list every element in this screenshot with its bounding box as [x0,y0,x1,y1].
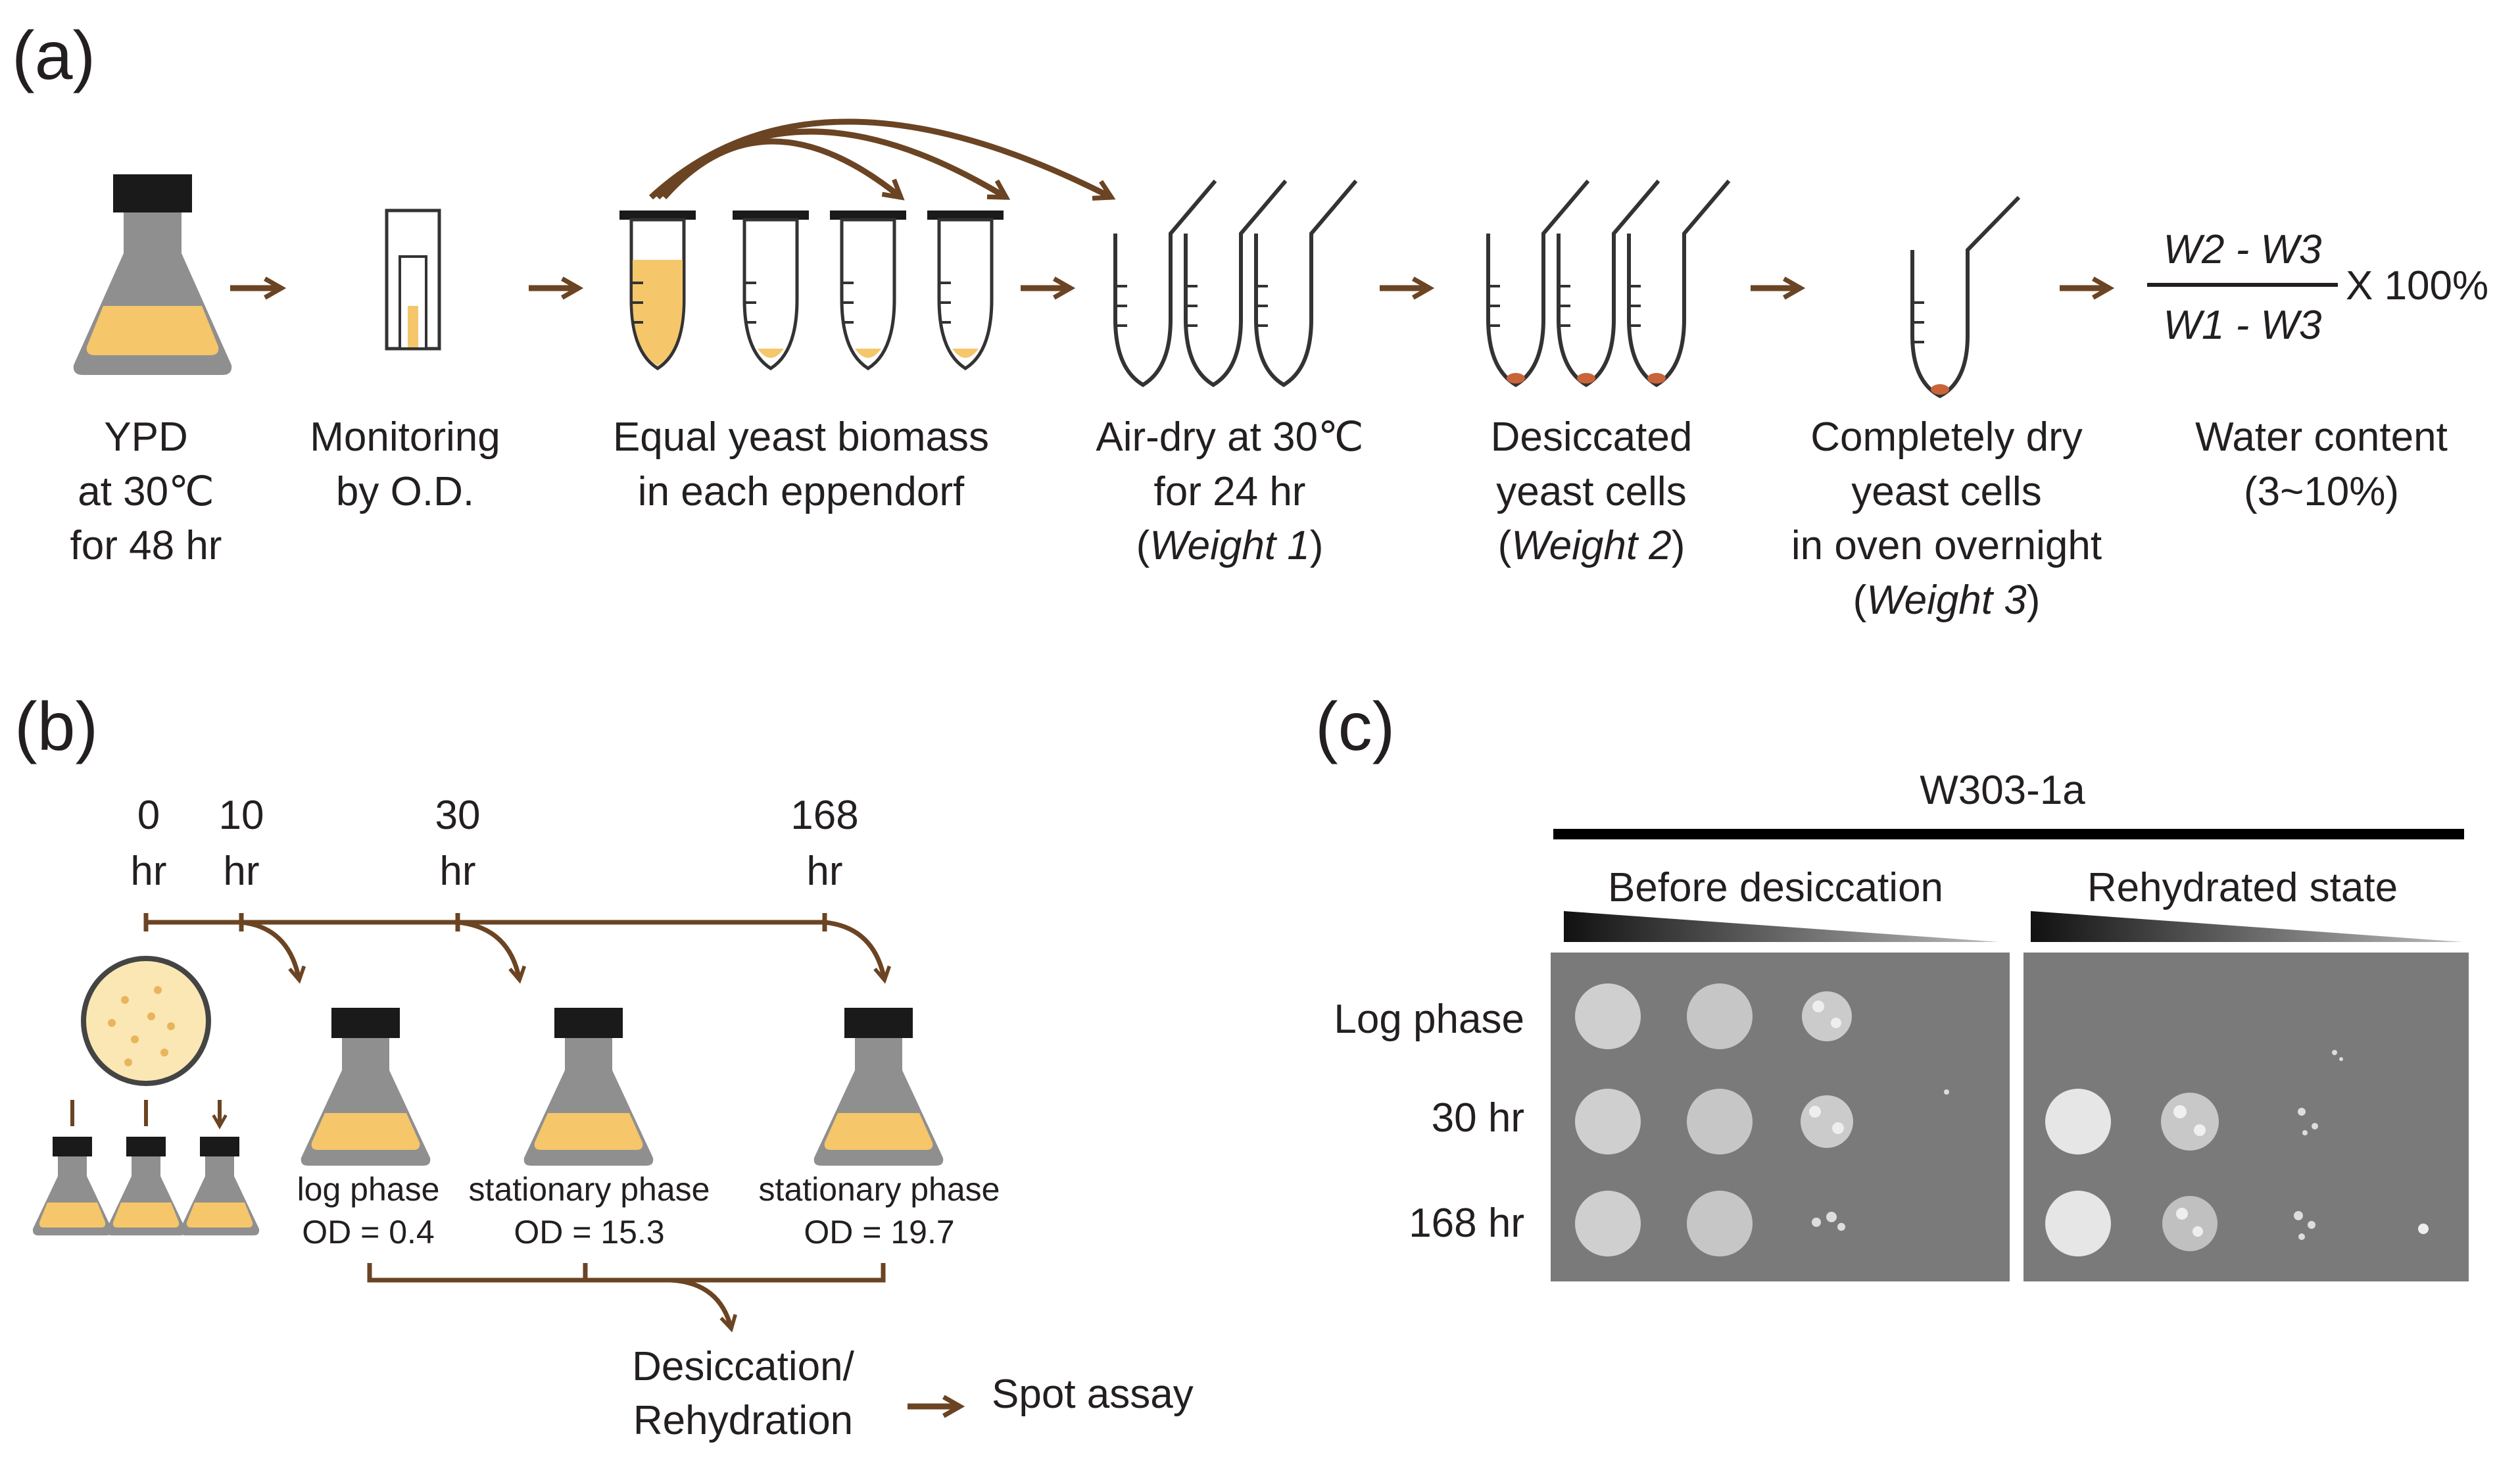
spot-row-30hr-rehydrated [2045,1089,2318,1154]
formula-denominator: W1 - W3 [2163,303,2321,348]
strain-bar [1553,829,2464,839]
step-label-line: in oven overnight [1791,523,2102,568]
od-label: OD = 15.3 [514,1214,664,1251]
step-label-monitoring: Monitoring by O.D. [310,414,500,514]
desiccated-tubes-icon [1486,180,1731,387]
time-unit: hr [223,849,259,894]
water-content-formula: W2 - W3 W1 - W3 X 100% [2147,227,2488,348]
panel-b-label: (b) [14,689,98,765]
step-label-desiccated: Desiccated yeast cells (Weight 2) [1491,414,1693,568]
spot-row-30hr [1575,1089,1949,1154]
row-label-168-hr: 168 hr [1409,1201,1524,1246]
strain-label: W303-1a [1920,768,2085,813]
step-label-line: Desiccated [1491,414,1693,460]
step-label-line: yeast cells [1496,469,1686,514]
row-label-log-phase: Log phase [1334,997,1524,1042]
step-label-biomass: Equal yeast biomass in each eppendorf [613,414,989,514]
time-label-0: 0 hr [130,793,166,894]
spot-row-168hr [1575,1191,1845,1256]
time-label-10: 10 hr [219,793,264,894]
dilution-wedge-rehydrated [2031,911,2463,942]
petri-plate-icon [81,956,211,1086]
weight-1: Weight 1 [1150,523,1310,568]
time-unit: hr [130,849,166,894]
time-label-30: 30 hr [435,793,481,894]
step-label-line: (3~10%) [2244,469,2399,514]
desiccation-label-line1: Desiccation/ [632,1344,854,1389]
formula-multiplier: X 100% [2346,263,2488,309]
merge-bracket [367,1263,886,1333]
step-label-weight: (Weight 2) [1498,523,1685,568]
time-value: 0 [137,793,160,838]
dry-tube-icon [1910,195,2021,399]
plate-rehydrated [2023,953,2469,1281]
step-label-line: at 30℃ [78,469,214,514]
small-flasks-icon [32,1137,260,1235]
time-value: 30 [435,793,481,838]
open-tubes-icon [1113,180,1358,387]
step-label-weight: (Weight 1) [1136,523,1324,568]
spot-assay-label: Spot assay [992,1372,1194,1417]
desiccation-label-line2: Rehydration [633,1398,853,1443]
step-label-line: Air-dry at 30℃ [1096,414,1363,460]
flask-label-1: log phase OD = 0.4 [297,1171,440,1251]
step-label-line: Completely dry [1810,414,2082,460]
step-label-line: YPD [104,414,187,460]
time-label-168: 168 hr [790,793,858,894]
step-label-line: Equal yeast biomass [613,414,989,460]
step-label-completely-dry: Completely dry yeast cells in oven overn… [1791,414,2102,623]
time-unit: hr [806,849,842,894]
phase-label: log phase [297,1171,440,1208]
cuvette-icon [385,209,441,351]
plate-before-desiccation [1551,953,2010,1281]
timeline [143,913,892,984]
step-label-line: Water content [2195,414,2448,460]
formula-numerator: W2 - W3 [2163,227,2321,272]
time-value: 10 [219,793,264,838]
step-label-line: yeast cells [1851,469,2041,514]
step-label-air-dry: Air-dry at 30℃ for 24 hr (Weight 1) [1096,414,1363,568]
step-label-line: for 24 hr [1154,469,1306,514]
step-label-water-content: Water content (3~10%) [2195,414,2448,514]
step-label-line: Monitoring [310,414,500,460]
flask-log-phase-icon [301,1008,431,1166]
weight-3: Weight 3 [1866,578,2027,623]
phase-label: stationary phase [759,1171,1000,1208]
step-label-weight: (Weight 3) [1853,578,2041,623]
dilution-wedge-before [1564,911,1999,942]
flask-stationary-30-icon [523,1008,654,1166]
od-label: OD = 19.7 [804,1214,954,1251]
time-value: 168 [790,793,858,838]
eppendorf-tubes-icon [619,118,1116,370]
step-label-line: in each eppendorf [638,469,965,514]
step-label-ypd: YPD at 30℃ for 48 hr [70,414,222,568]
row-label-30-hr: 30 hr [1432,1095,1524,1141]
phase-label: stationary phase [469,1171,710,1208]
od-label: OD = 0.4 [302,1214,435,1251]
panel-a-label: (a) [12,18,95,94]
panel-c-label: (c) [1315,689,1395,765]
flask-stationary-168-icon [813,1008,944,1166]
ypd-flask-icon [73,174,232,375]
flask-label-2: stationary phase OD = 15.3 [469,1171,710,1251]
spot-row-log [1575,983,1852,1049]
time-unit: hr [439,849,475,894]
condition-label-before: Before desiccation [1608,865,1943,910]
step-label-line: by O.D. [336,469,474,514]
step-label-line: for 48 hr [70,523,222,568]
flask-label-3: stationary phase OD = 19.7 [759,1171,1000,1251]
weight-2: Weight 2 [1511,523,1672,568]
condition-label-rehydrated: Rehydrated state [2087,865,2398,910]
spot-row-168hr-rehydrated [2045,1191,2429,1256]
